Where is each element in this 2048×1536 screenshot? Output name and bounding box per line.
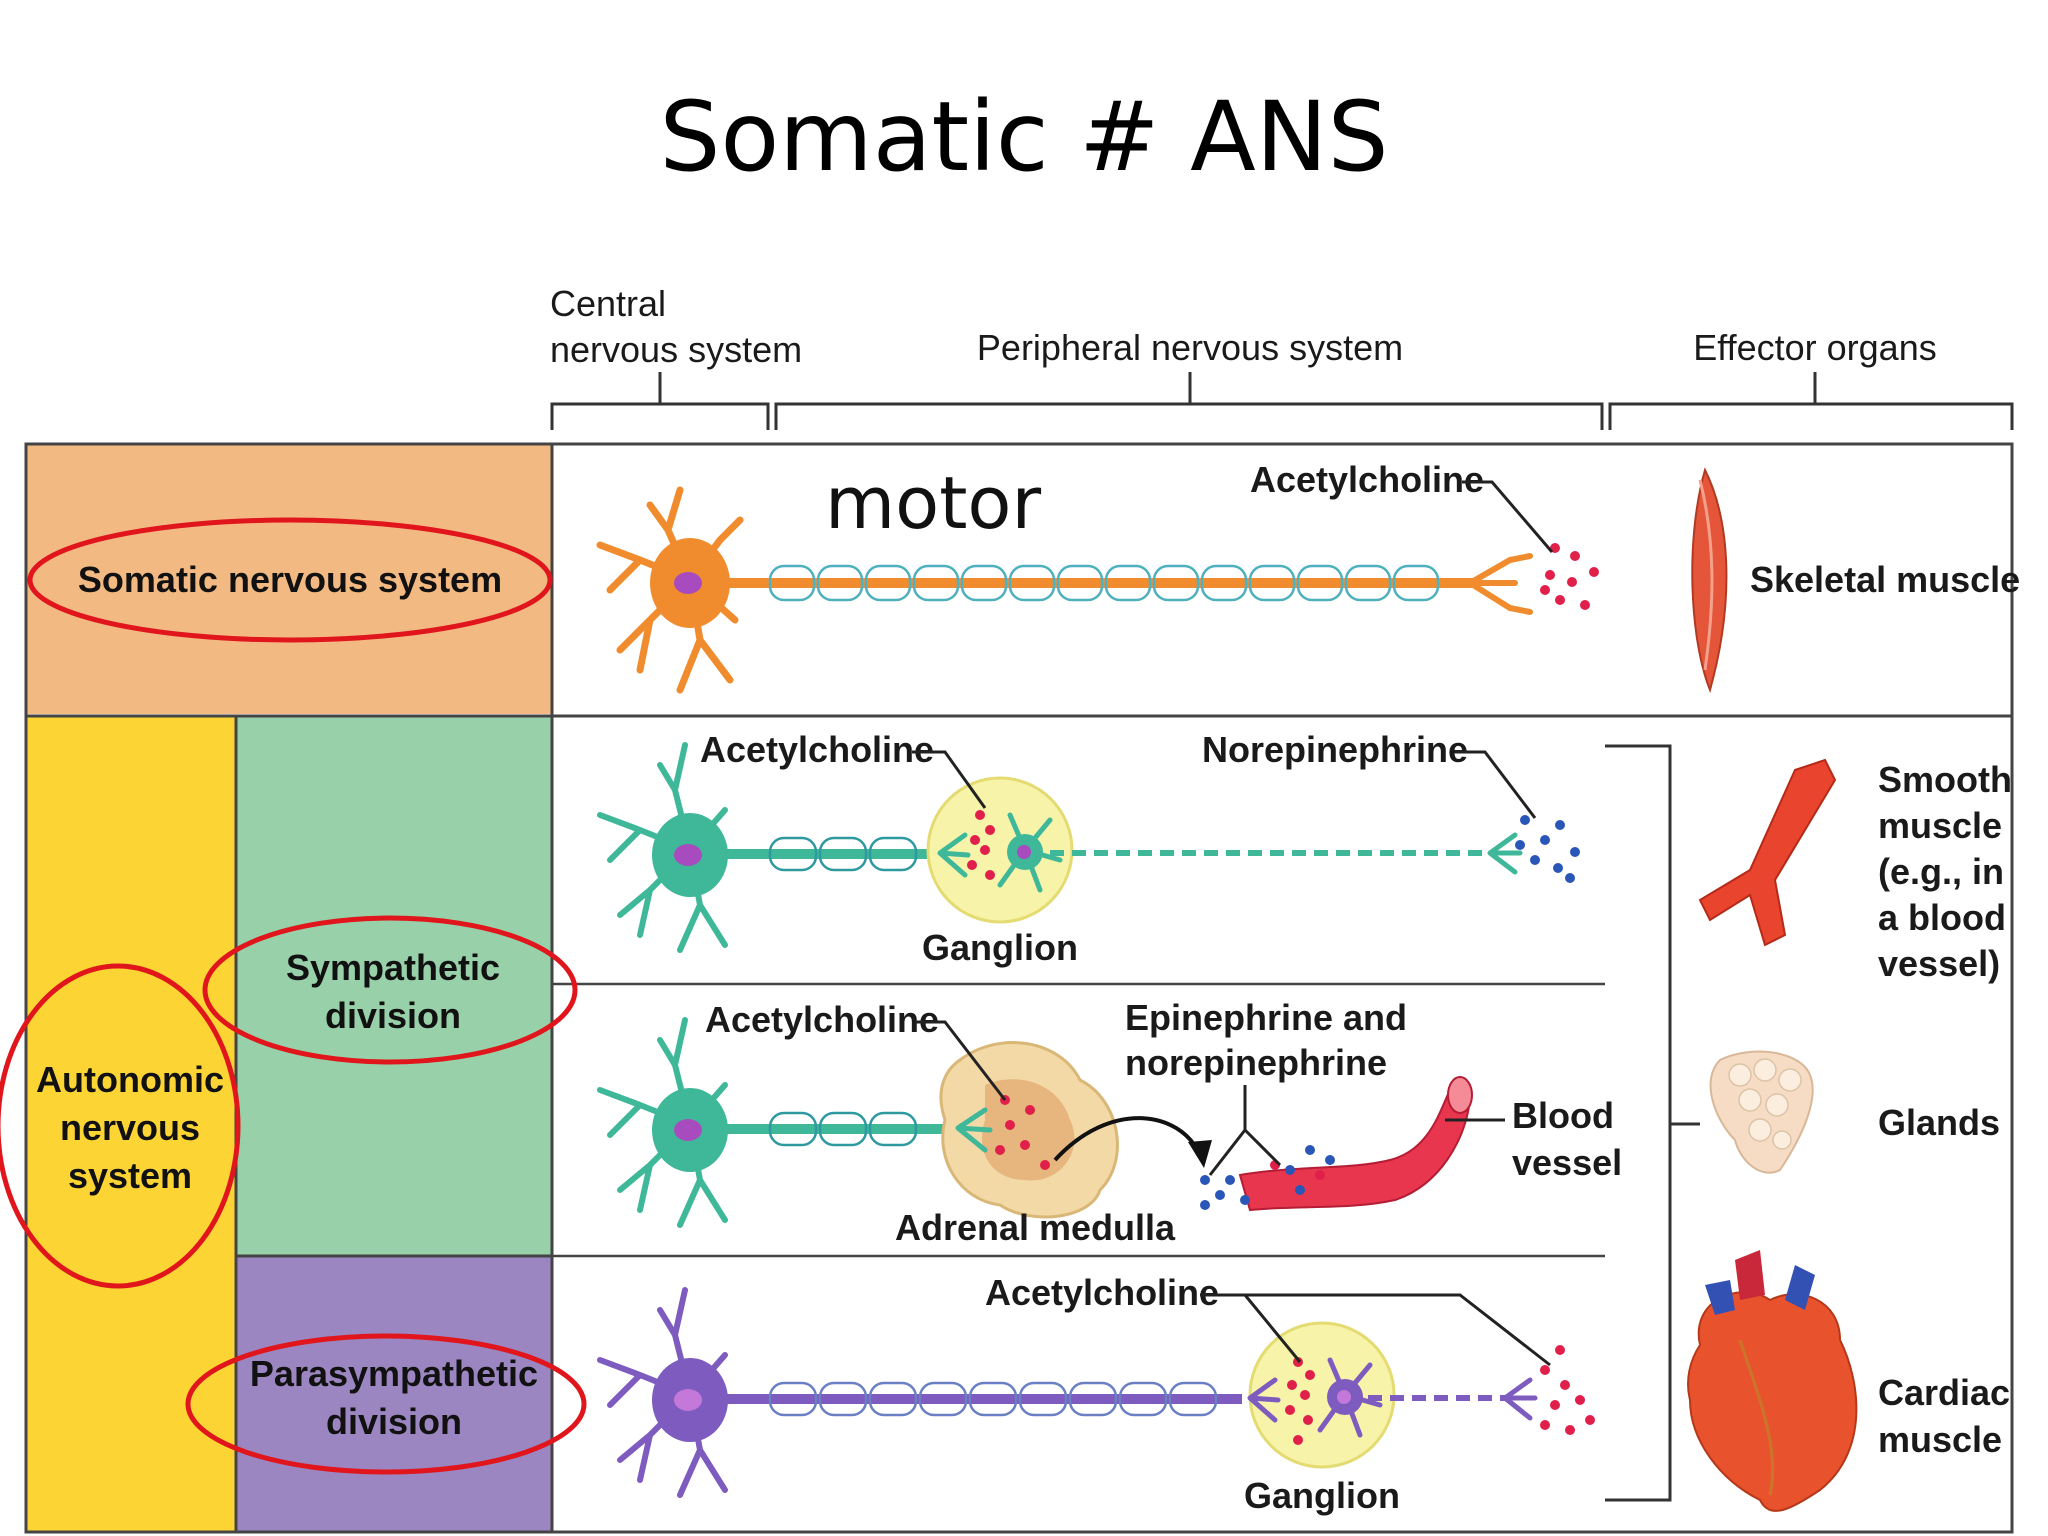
cardiac-muscle-label-line2: muscle (1878, 1419, 2002, 1460)
adrenal-medulla-gland (939, 1041, 1119, 1219)
header-cns-line1: Central (550, 283, 666, 324)
parasympathetic-highlight-circle (185, 1333, 587, 1475)
sympathetic-label-line1: Sympathetic (286, 947, 500, 988)
smooth-muscle-label-line3: (e.g., in (1878, 851, 2004, 892)
sympathetic-highlight-circle (202, 915, 578, 1065)
sympathetic-acetylcholine-label: Acetylcholine (700, 729, 934, 770)
blood-vessel-illustration (1238, 1076, 1473, 1212)
cardiac-muscle-label-line1: Cardiac (1878, 1372, 2010, 1413)
motor-annotation: motor (825, 461, 1041, 545)
somatic-highlight-circle (27, 517, 553, 643)
secretion-arrow (1053, 1116, 1202, 1162)
cardiac-muscle-illustration (1687, 1250, 1858, 1512)
parasympathetic-label-line2: division (326, 1401, 462, 1442)
epinephrine-label-line1: Epinephrine and (1125, 997, 1407, 1038)
blood-vessel-label-line1: Blood (1512, 1095, 1614, 1136)
slide-title: Somatic # ANS (659, 81, 1389, 193)
sympathetic-ganglion (926, 776, 1580, 924)
smooth-muscle-label-line1: Smooth (1878, 759, 2012, 800)
autonomic-label-bg (26, 716, 236, 1532)
autonomic-effector-bracket (1605, 744, 1700, 1502)
highlight-circles (0, 517, 587, 1475)
somatic-motor-neuron (596, 486, 1599, 694)
sympathetic-acetylcholine-pointer (912, 750, 987, 809)
header-pns: Peripheral nervous system (977, 327, 1403, 368)
norepinephrine-pointer (1455, 750, 1537, 819)
autonomic-highlight-circle (0, 963, 241, 1289)
parasympathetic-ganglion-label: Ganglion (1244, 1475, 1400, 1516)
skeletal-muscle-illustration (1691, 467, 1728, 694)
somatic-acetylcholine-pointer (1462, 480, 1554, 553)
skeletal-muscle-label: Skeletal muscle (1750, 559, 2020, 600)
column-headers (550, 372, 2014, 430)
sympathetic-ganglion-label: Ganglion (922, 927, 1078, 968)
header-cns-line2: nervous system (550, 329, 802, 370)
smooth-muscle-label-line5: vessel) (1878, 943, 2000, 984)
adrenal-medulla-label: Adrenal medulla (895, 1207, 1176, 1248)
epinephrine-label-line2: norepinephrine (1125, 1042, 1387, 1083)
parasympathetic-label-line1: Parasympathetic (250, 1353, 538, 1394)
somatic-system-label: Somatic nervous system (78, 559, 502, 600)
glands-label: Glands (1878, 1102, 2000, 1143)
secretion-arrowhead (1188, 1140, 1212, 1168)
smooth-muscle-illustration (1698, 758, 1837, 947)
parasympathetic-label-bg (236, 1256, 552, 1532)
header-effector: Effector organs (1693, 327, 1936, 368)
adrenal-preganglionic-neuron (597, 1017, 962, 1228)
smooth-muscle-label-line4: a blood (1878, 897, 2006, 938)
sympathetic-preganglionic-neuron (597, 742, 942, 953)
norepinephrine-label: Norepinephrine (1202, 729, 1468, 770)
epinephrine-pointer (1208, 1085, 1282, 1176)
autonomic-label-line1: Autonomic (36, 1059, 224, 1100)
parasympathetic-terminal (1502, 1377, 1538, 1421)
parasympathetic-acetylcholine-pointer (1200, 1293, 1551, 1367)
sympathetic-label-bg (236, 716, 552, 1256)
somatic-acetylcholine-label: Acetylcholine (1250, 459, 1484, 500)
adrenal-acetylcholine-label: Acetylcholine (705, 999, 939, 1040)
smooth-muscle-label-line2: muscle (1878, 805, 2002, 846)
epinephrine-molecules (1200, 1145, 1335, 1210)
somatic-row-label-bg (26, 444, 552, 714)
blood-vessel-label-line2: vessel (1512, 1142, 1622, 1183)
sympathetic-postganglionic-terminal (1487, 832, 1523, 875)
parasympathetic-preganglionic-neuron (597, 1287, 1242, 1498)
autonomic-label-line3: system (68, 1155, 192, 1196)
table-frame (24, 442, 2014, 1534)
autonomic-label-line2: nervous (60, 1107, 200, 1148)
parasympathetic-acetylcholine-label: Acetylcholine (985, 1272, 1219, 1313)
parasympathetic-ganglion (1247, 1321, 1396, 1469)
adrenal-acetylcholine-pointer (915, 1020, 1007, 1101)
sympathetic-label-line2: division (325, 995, 461, 1036)
glands-illustration (1709, 1050, 1814, 1174)
parasympathetic-ach-molecules (1540, 1345, 1595, 1435)
